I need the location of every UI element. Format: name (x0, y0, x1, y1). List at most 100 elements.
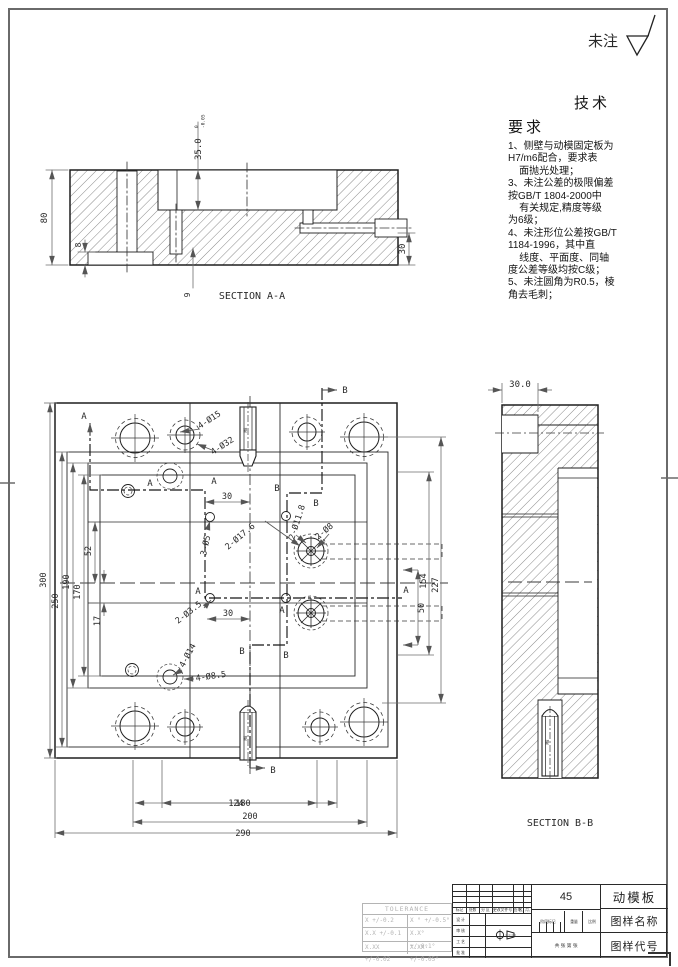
tech-requirements: 技术 要求 1、侧壁与动模固定板为 H7/m6配合，要求表 面抛光处理； 3、未… (508, 92, 674, 302)
dim-250: 250 (51, 593, 61, 608)
hole-label-3-5: 3-Ø5 (198, 534, 213, 556)
sheet-frame (0, 8, 678, 966)
mark-b: B (313, 499, 318, 509)
tech-line: H7/m6配合，要求表 (508, 153, 598, 165)
finish-note-label: 未注 (588, 33, 618, 50)
material: 45 (532, 885, 600, 910)
mark-a: A (279, 606, 285, 616)
finish-note: 未注 (588, 14, 656, 57)
mark-b: B (274, 484, 279, 494)
dim-290: 290 (235, 829, 250, 839)
part-name: 动模板 (601, 885, 668, 909)
tolerance-cell: X.XX +/-0.02 (365, 943, 391, 963)
section-b-label: SECTION B-B (527, 818, 593, 829)
mark-b: B (283, 651, 288, 661)
section-line-a (89, 423, 402, 599)
mark-b: B (270, 766, 275, 776)
dim-9: 9 (183, 292, 192, 297)
tb-header-cell: 处数 (468, 907, 477, 912)
tb-header-cell: 年、月、日 (517, 907, 532, 912)
dim-35-tol-upper: 0 (194, 125, 200, 128)
tech-line: 1184-1996，其中直 (508, 240, 596, 252)
tb-header-cell: 签 名 (513, 907, 523, 912)
section-line-b (249, 388, 323, 768)
dim-80: 80 (40, 213, 50, 224)
dim-52: 52 (84, 546, 94, 556)
screw-top: M8 (239, 402, 257, 472)
tech-line: 3、未注公差的极限偏差 (508, 178, 614, 190)
tech-line: 按GB/T 1804-2000中 (508, 190, 602, 202)
weight-label: 重量 (569, 918, 578, 924)
tb-header-cell: 标记 (455, 907, 464, 912)
tech-line: 4、未注形位公差按GB/T (508, 227, 617, 239)
dim-154: 154 (419, 573, 429, 588)
tech-line: 1、侧壁与动模固定板为 (508, 141, 614, 152)
hole-label-4-14: 4-Ø14 (177, 642, 199, 670)
tb-row-approve: 批 准 (456, 949, 466, 955)
section-a-label: SECTION A-A (219, 291, 285, 302)
mark-a: A (211, 477, 217, 487)
tech-line: 线度、平面度、同轴 (508, 252, 610, 264)
dim-35: 35.0 (194, 138, 204, 160)
tb-row-check: 审 核 (456, 927, 466, 933)
dim-8: 8 (74, 242, 83, 247)
tolerance-cell: X.X° +/-0.1° (407, 928, 451, 950)
fold-mark (648, 952, 671, 966)
tech-line: 为6级； (508, 215, 544, 227)
tolerance-table: TOLERANCE X +/-0.2 X ° +/-0.5° X.X +/-0.… (362, 903, 452, 963)
projection-symbol (495, 928, 517, 942)
hole-label-4-8-5: 4-Ø8.5 (195, 669, 227, 684)
dim-180: 180 (235, 799, 250, 809)
dim-227: 227 (431, 577, 441, 592)
screw-label: M8 (545, 739, 550, 744)
dim-35-tol-lower: -0.05 (201, 114, 207, 128)
dim-170: 170 (73, 584, 83, 599)
hole-label-4-15: 4-Ø15 (196, 408, 223, 431)
screw-label: M8 (243, 427, 248, 432)
mark-b: B (342, 386, 347, 396)
dim-30-upper: 30 (222, 492, 232, 502)
roughness-icon (625, 35, 650, 57)
section-a-view: 80 8 9 35.0 0 -0.05 30 SECTION A-A (40, 114, 416, 302)
dim-30-lower: 30 (223, 609, 233, 619)
stage-label: 阶段标记 (540, 918, 556, 924)
hole-label-4-32: 4-Ø32 (209, 434, 236, 457)
screw-bottom: M8 (239, 700, 257, 766)
tolerance-cell: X.XX° +/-0.05° (407, 941, 451, 963)
tolerance-header: TOLERANCE (363, 904, 451, 915)
dim-17: 17 (93, 616, 103, 626)
tb-row-design: 设 计 (456, 916, 466, 922)
dim-50: 50 (417, 603, 427, 613)
dim-300: 300 (39, 572, 49, 587)
dim-30: 30 (398, 244, 408, 255)
mark-a: A (403, 586, 409, 596)
tech-title: 要求 (508, 119, 545, 136)
mark-a: A (147, 479, 153, 489)
hole-label-2-17-6: 2-Ø17.6 (223, 521, 258, 552)
dim-30-0: 30.0 (509, 380, 531, 390)
tb-header-cell: 分 区 (481, 907, 490, 912)
screw-label: M8 (243, 735, 248, 740)
tech-title: 技术 (574, 95, 611, 112)
tb-row-process: 工 艺 (456, 938, 466, 944)
mark-a: A (195, 587, 201, 597)
scale-label: 比例 (587, 918, 596, 924)
tech-line: 面抛光处理； (508, 165, 580, 177)
tech-line: 5、未注圆角为R0.5，棱 (508, 277, 615, 289)
sheet-label: 共 张 第 张 (554, 942, 578, 949)
drawing-name-label: 图样名称 (601, 910, 668, 933)
tech-line: 角去毛刺； (508, 289, 558, 301)
title-block: 动模板 图样名称 图样代号 45 阶段标记 重量 比例 共 张 第 张 标记 处… (452, 884, 668, 958)
tolerance-cell: X +/-0.2 (365, 917, 394, 924)
tolerance-cell: X ° +/-0.5° (407, 915, 451, 928)
dim-200: 200 (242, 812, 257, 822)
mark-a: A (81, 412, 87, 422)
tb-header-cell: 更改文件号 (493, 907, 512, 912)
mark-b: B (239, 647, 244, 657)
drawing-code-label: 图样代号 (610, 940, 659, 953)
tech-line: 度公差等级均按C级； (508, 265, 606, 277)
dim-190: 190 (62, 574, 72, 589)
tolerance-cell: X.X +/-0.1 (365, 930, 402, 938)
